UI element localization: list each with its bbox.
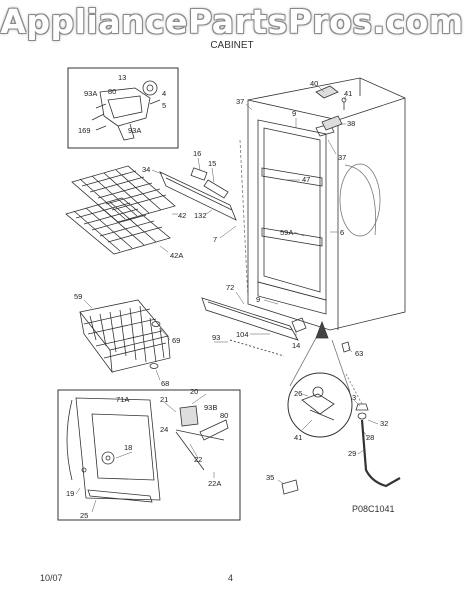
callout-29: 29 xyxy=(348,449,356,458)
leader-lines xyxy=(75,85,379,513)
callout-59: 59 xyxy=(74,292,82,301)
callout-37-top: 37 xyxy=(236,97,244,106)
callout-71A: 71A xyxy=(116,395,129,404)
callout-47: 47 xyxy=(302,175,310,184)
shelf-bracket xyxy=(159,167,237,221)
callout-59A: 59A xyxy=(280,228,293,237)
diagram-code: P08C1041 xyxy=(352,504,395,514)
callout-93: 93 xyxy=(212,333,220,342)
callout-16: 16 xyxy=(193,149,201,158)
callout-25: 25 xyxy=(80,511,88,520)
callout-42A: 42A xyxy=(170,251,183,260)
inset-callout-5: 5 xyxy=(162,101,166,110)
callout-37-right: 37 xyxy=(338,153,346,162)
callout-32: 32 xyxy=(380,419,388,428)
callout-42: 42 xyxy=(178,211,186,220)
callout-104: 104 xyxy=(236,330,249,339)
callout-34: 34 xyxy=(142,165,150,174)
watermark-logo: AppliancePartsPros.com xyxy=(0,2,464,41)
callout-38: 38 xyxy=(347,119,355,128)
inset-callout-93A-top: 93A xyxy=(84,89,97,98)
footer-date: 10/07 xyxy=(40,573,63,583)
section-title: CABINET xyxy=(210,40,254,51)
callout-18: 18 xyxy=(124,443,132,452)
callout-9-top: 9 xyxy=(292,109,296,118)
callout-26: 26 xyxy=(294,389,302,398)
callout-21: 21 xyxy=(160,395,168,404)
callout-72: 72 xyxy=(226,283,234,292)
callout-41-lower: 41 xyxy=(294,433,302,442)
kick-plate xyxy=(201,297,307,357)
control-inset xyxy=(67,67,179,149)
hinge-parts xyxy=(315,85,347,131)
callout-15: 15 xyxy=(208,159,216,168)
callout-6: 6 xyxy=(340,228,344,237)
callout-14: 14 xyxy=(292,341,300,350)
callout-3: 3 xyxy=(352,393,356,402)
callout-80: 80 xyxy=(220,411,228,420)
inset-callout-93A-bottom: 93A xyxy=(128,126,141,135)
callout-20: 20 xyxy=(190,387,198,396)
callout-40: 40 xyxy=(310,79,318,88)
callout-9-bottom: 9 xyxy=(256,295,260,304)
callout-24: 24 xyxy=(160,425,168,434)
drain-detail xyxy=(281,320,401,495)
rear-panel-inset xyxy=(57,389,241,521)
callout-labels: 40 41 38 37 9 37 16 15 34 47 42 132 7 59… xyxy=(66,73,388,520)
callout-93B: 93B xyxy=(204,403,217,412)
wire-shelves xyxy=(65,165,176,255)
inset-callout-13: 13 xyxy=(118,73,126,82)
callout-22A: 22A xyxy=(208,479,221,488)
callout-41: 41 xyxy=(344,89,352,98)
callout-28: 28 xyxy=(366,433,374,442)
cabinet-body xyxy=(239,77,406,331)
callout-68: 68 xyxy=(161,379,169,388)
callout-22: 22 xyxy=(194,455,202,464)
inset-callout-169: 169 xyxy=(78,126,91,135)
callout-132: 132 xyxy=(194,211,207,220)
callout-63: 63 xyxy=(355,349,363,358)
footer-page-number: 4 xyxy=(228,573,234,583)
callout-35: 35 xyxy=(266,473,274,482)
callout-7: 7 xyxy=(213,235,217,244)
inset-callout-80: 80 xyxy=(108,87,116,96)
callout-69: 69 xyxy=(172,336,180,345)
callout-19: 19 xyxy=(66,489,74,498)
wire-basket xyxy=(79,299,171,374)
inset-callout-4: 4 xyxy=(162,89,166,98)
